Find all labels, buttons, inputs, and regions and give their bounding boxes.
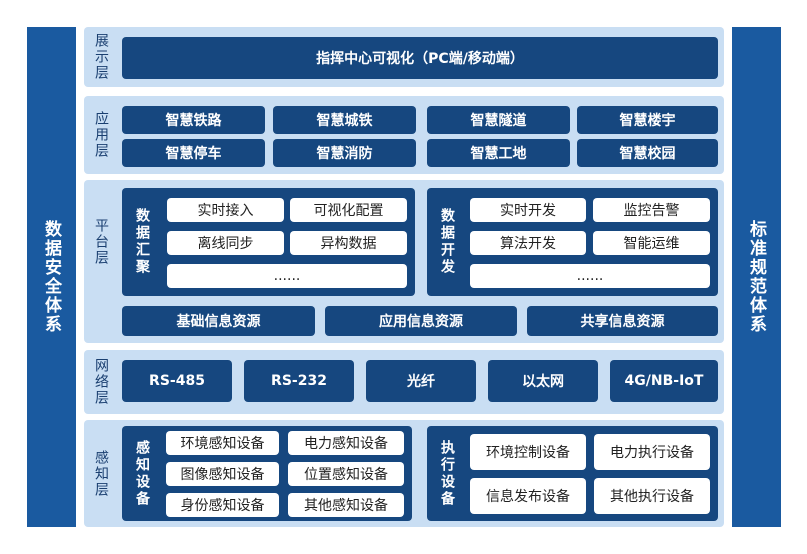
app-item: 智慧楼宇 [577,106,718,134]
platform-layer-label: 平台层 [93,218,109,266]
network-item: RS-232 [244,360,354,402]
command-center-visualization: 指挥中心可视化（PC端/移动端） [122,37,718,79]
development-item: 实时开发 [470,198,586,222]
perception-layer-label: 感知层 [93,449,109,498]
development-item: 监控告警 [593,198,710,222]
app-item: 智慧校园 [577,139,718,167]
sensing-item: 身份感知设备 [166,493,279,517]
app-item: 智慧停车 [122,139,265,167]
sensing-item: 图像感知设备 [166,462,279,486]
sensing-devices-label: 感知设备 [134,439,150,508]
application-info-resources: 应用信息资源 [325,306,517,336]
aggregation-item: 可视化配置 [290,198,407,222]
sensing-item: 环境感知设备 [166,431,279,455]
development-item: 智能运维 [593,231,710,255]
network-item: RS-485 [122,360,232,402]
app-item: 智慧隧道 [427,106,570,134]
application-layer-label: 应用层 [93,111,109,159]
shared-info-resources: 共享信息资源 [527,306,718,336]
development-item-more: ...... [470,264,710,288]
execution-item: 电力执行设备 [594,434,710,470]
app-item: 智慧铁路 [122,106,265,134]
data-aggregation-label: 数据汇聚 [134,208,150,276]
app-item: 智慧工地 [427,139,570,167]
data-development-label: 数据开发 [439,208,455,276]
development-item: 算法开发 [470,231,586,255]
standards-system: 标准规范体系 [732,27,781,527]
data-security-system: 数据安全体系 [27,27,76,527]
execution-item: 环境控制设备 [470,434,586,470]
execution-item: 信息发布设备 [470,478,586,514]
sensing-item: 位置感知设备 [288,462,404,486]
sensing-item: 电力感知设备 [288,431,404,455]
basic-info-resources: 基础信息资源 [122,306,315,336]
aggregation-item: 异构数据 [290,231,407,255]
aggregation-item: 离线同步 [167,231,284,255]
aggregation-item-more: ...... [167,264,407,288]
network-item: 以太网 [488,360,598,402]
display-layer-label: 展示层 [93,33,109,81]
sensing-item: 其他感知设备 [288,493,404,517]
network-item: 4G/NB-IoT [610,360,718,402]
network-layer-label: 网络层 [93,358,109,406]
execution-devices-label: 执行设备 [439,439,455,508]
network-item: 光纤 [366,360,476,402]
app-item: 智慧消防 [273,139,416,167]
aggregation-item: 实时接入 [167,198,284,222]
execution-item: 其他执行设备 [594,478,710,514]
app-item: 智慧城铁 [273,106,416,134]
